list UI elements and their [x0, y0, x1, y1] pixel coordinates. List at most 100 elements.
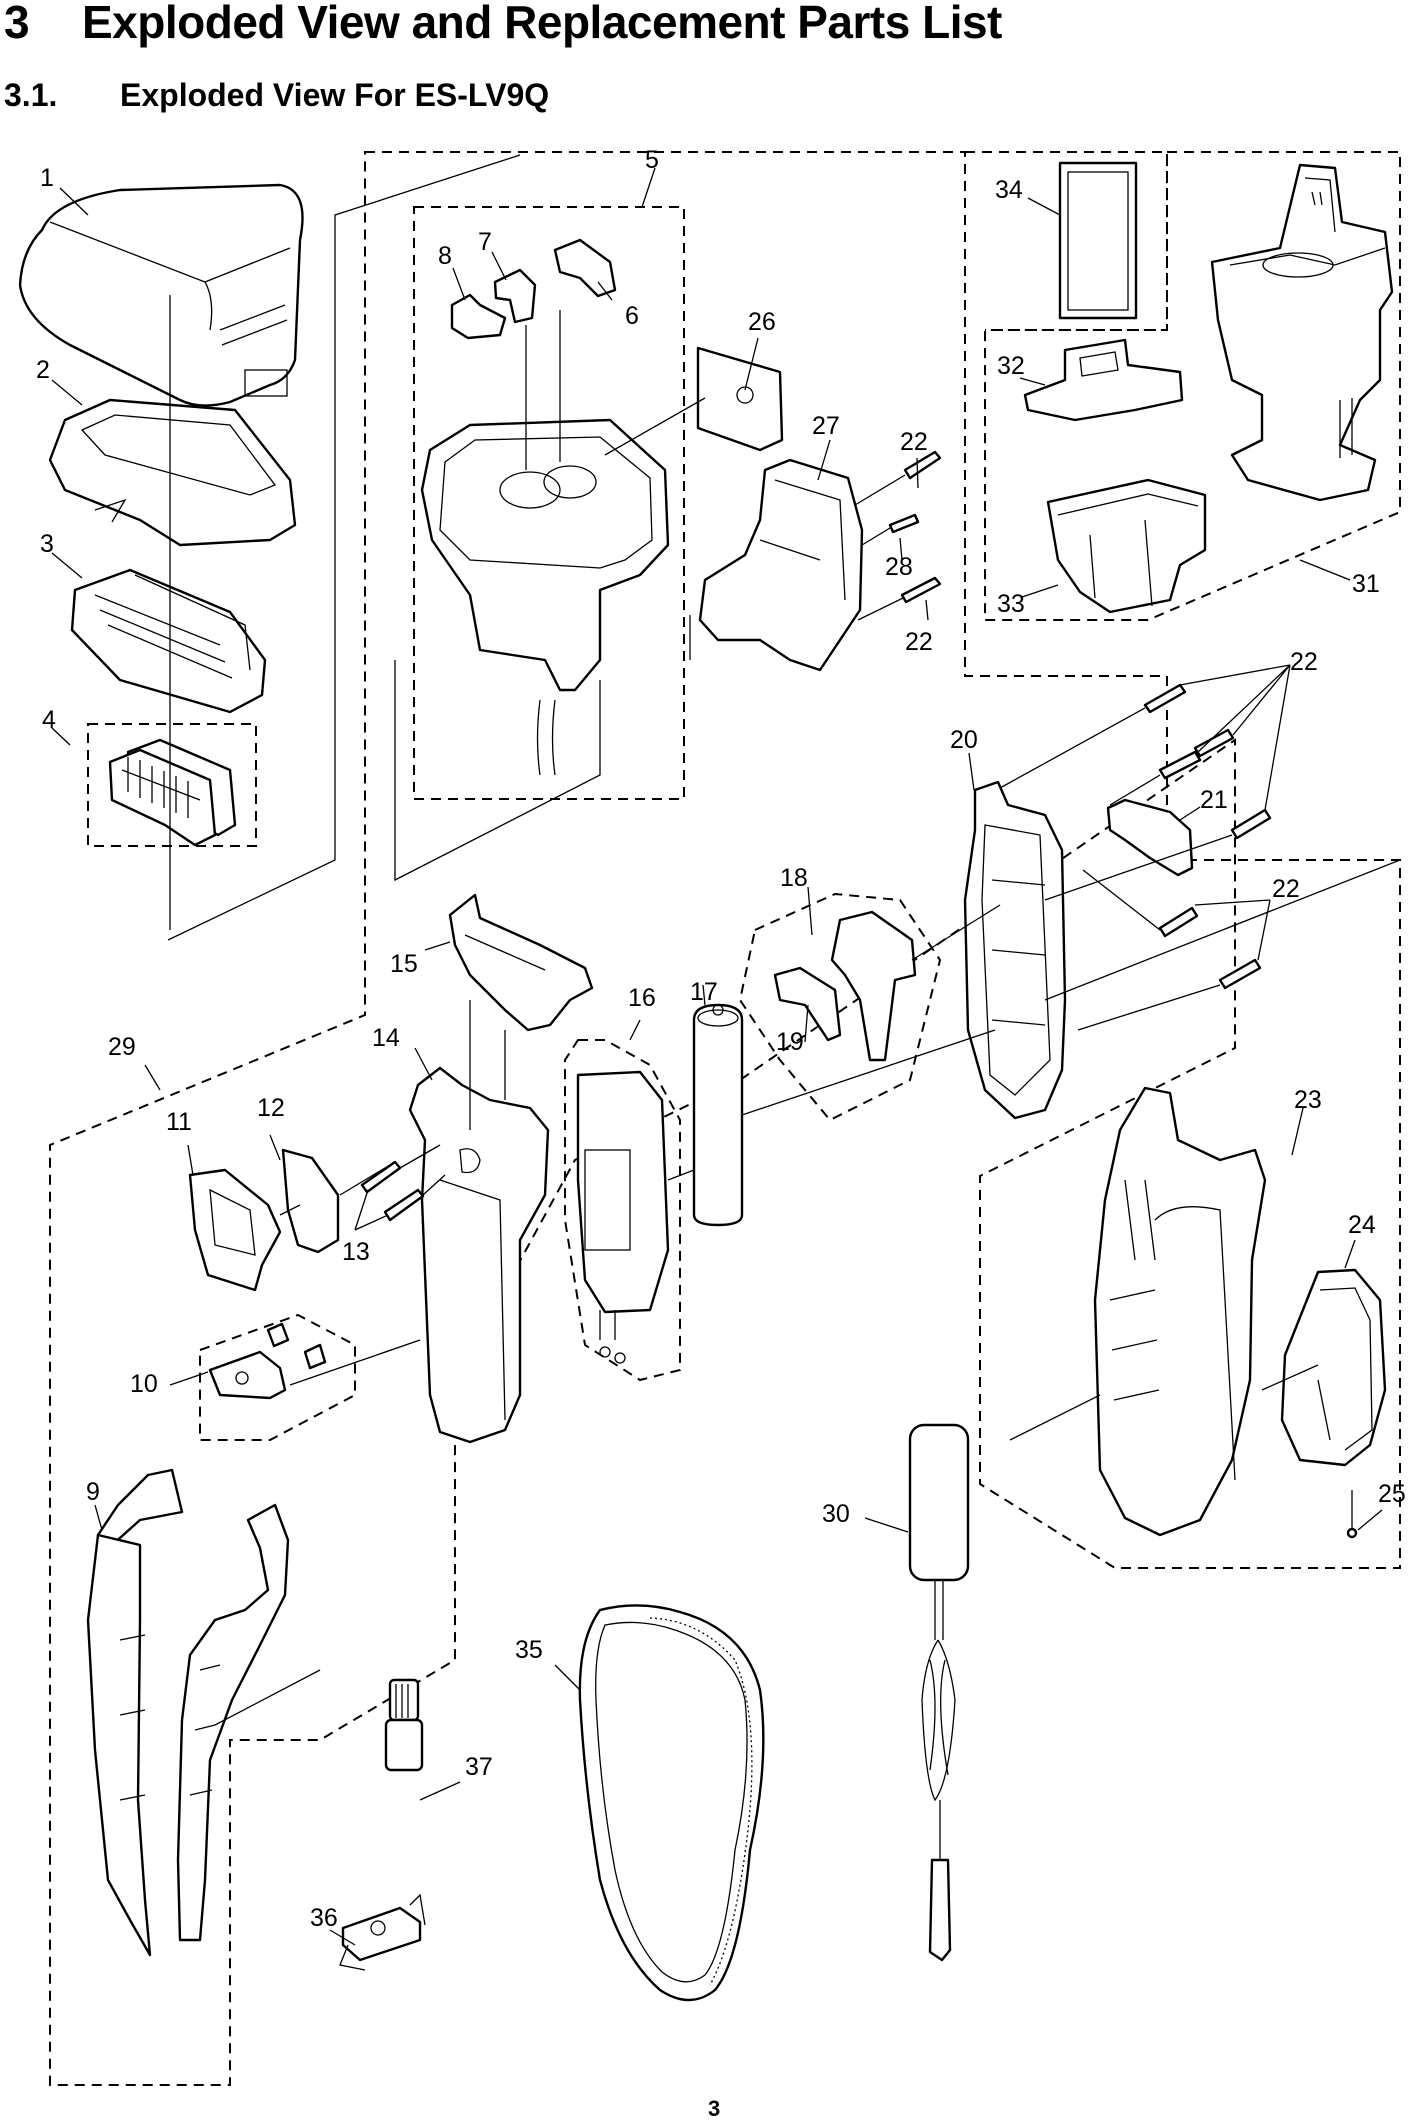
part-10-release-button	[208, 1322, 327, 1400]
callout-37: 37	[465, 1753, 493, 1781]
callout-19: 19	[776, 1028, 804, 1056]
part-22-screws-top	[888, 450, 942, 604]
callout-13: 13	[342, 1238, 370, 1266]
callout-11: 11	[166, 1108, 192, 1136]
part-18-terminal	[830, 910, 917, 1062]
part-32-lid	[1023, 338, 1184, 422]
part-31-stand	[1210, 163, 1394, 502]
callout-24: 24	[1348, 1211, 1376, 1239]
leader-22-group-b	[1194, 899, 1271, 961]
part-11-switch-panel	[188, 1168, 282, 1292]
leader-26	[604, 397, 706, 456]
callout-6: 6	[625, 302, 639, 330]
callout-22d: 22	[1272, 875, 1300, 903]
callout-3: 3	[40, 530, 54, 558]
leader-23-24	[1009, 859, 1401, 1441]
callout-22b: 22	[905, 628, 933, 656]
part-8-clip	[450, 293, 507, 340]
part-22-screws-right	[1143, 683, 1272, 990]
group-10-boundary	[199, 1313, 356, 1441]
leader-12-13	[279, 1144, 446, 1216]
section-title: Exploded View and Replacement Parts List	[82, 0, 1002, 48]
leader-15-14	[469, 1000, 506, 1130]
callout-21: 21	[1200, 786, 1228, 814]
part-36-brush	[339, 1893, 426, 1971]
leader-7-8-axis	[525, 310, 561, 470]
callout-34: 34	[995, 176, 1023, 204]
leader-9	[214, 1669, 321, 1726]
part-3-outer-foil	[70, 568, 267, 714]
callout-22a: 22	[900, 428, 928, 456]
callout-18: 18	[780, 864, 808, 892]
group-16-boundary	[564, 1039, 681, 1382]
part-13-screws	[360, 1160, 425, 1222]
bracket-head-group	[167, 154, 521, 941]
callout-28: 28	[885, 553, 913, 581]
callout-32: 32	[997, 352, 1025, 380]
section-number: 3	[4, 0, 30, 48]
part-17-battery	[692, 1003, 744, 1227]
part-27-rear-head	[698, 458, 864, 672]
group-18-boundary	[738, 892, 942, 1122]
callout-7: 7	[478, 228, 492, 256]
leader-16	[667, 1169, 695, 1181]
subsection-number: 3.1.	[4, 77, 58, 113]
callout-30: 30	[822, 1500, 850, 1528]
group-34-boundary	[965, 151, 1168, 331]
group-29-boundary	[49, 151, 1401, 2086]
part-34-filter	[1058, 161, 1138, 320]
part-12-switch-plate	[281, 1148, 340, 1254]
part-15-support	[448, 893, 594, 1032]
callout-12: 12	[257, 1094, 285, 1122]
callout-14: 14	[372, 1024, 400, 1052]
callout-9: 9	[86, 1478, 100, 1506]
part-4-inner-blade	[108, 738, 237, 847]
callout-16: 16	[628, 984, 656, 1012]
callout-36: 36	[310, 1904, 338, 1932]
leader-10	[289, 1339, 421, 1386]
part-9-front-handle	[86, 1468, 290, 1957]
callout-5: 5	[645, 146, 659, 174]
callout-1: 1	[40, 164, 54, 192]
group-5-boundary	[413, 206, 685, 800]
part-24-bottom-cap	[1280, 1268, 1387, 1467]
callout-15: 15	[390, 950, 418, 978]
part-30-ac-adaptor	[908, 1423, 970, 1962]
part-16-pcb	[576, 1070, 670, 1364]
part-35-pouch	[578, 1604, 765, 2002]
callout-31: 31	[1352, 570, 1380, 598]
callout-23: 23	[1294, 1086, 1322, 1114]
callout-20: 20	[950, 726, 978, 754]
callout-10: 10	[130, 1370, 158, 1398]
callout-17: 17	[690, 978, 718, 1006]
part-5-drive-assembly	[420, 418, 670, 776]
callout-35: 35	[515, 1636, 543, 1664]
callout-25: 25	[1378, 1480, 1406, 1508]
part-26-side-plate	[696, 346, 784, 452]
leader-18	[911, 904, 1001, 961]
part-33-tray	[1046, 478, 1207, 614]
part-6-clip	[553, 238, 617, 298]
subsection-title: Exploded View For ES-LV9Q	[120, 77, 550, 113]
callout-27: 27	[812, 412, 840, 440]
group-4-boundary	[87, 723, 257, 847]
part-7-clip	[493, 268, 537, 324]
bracket-head-to-body	[394, 660, 601, 882]
leader-22-right	[999, 707, 1233, 1031]
subsection-heading: 3.1. Exploded View For ES-LV9Q	[4, 76, 549, 114]
part-2-foil-frame	[48, 398, 297, 547]
leader-22-group-a	[1179, 664, 1291, 811]
part-19-holder	[773, 966, 842, 1042]
callout-4: 4	[42, 706, 56, 734]
callout-2: 2	[36, 356, 50, 384]
callout-33: 33	[997, 590, 1025, 618]
leader-17	[741, 1029, 996, 1116]
part-20-chassis	[963, 780, 1067, 1120]
leader-22-top	[854, 474, 906, 621]
callout-22c: 22	[1290, 648, 1318, 676]
callout-leaders	[51, 167, 1383, 1946]
part-37-oil-bottle	[384, 1678, 424, 1772]
part-1-outer-cover	[18, 183, 304, 407]
section-heading: 3 Exploded View and Replacement Parts Lis…	[4, 0, 1002, 48]
